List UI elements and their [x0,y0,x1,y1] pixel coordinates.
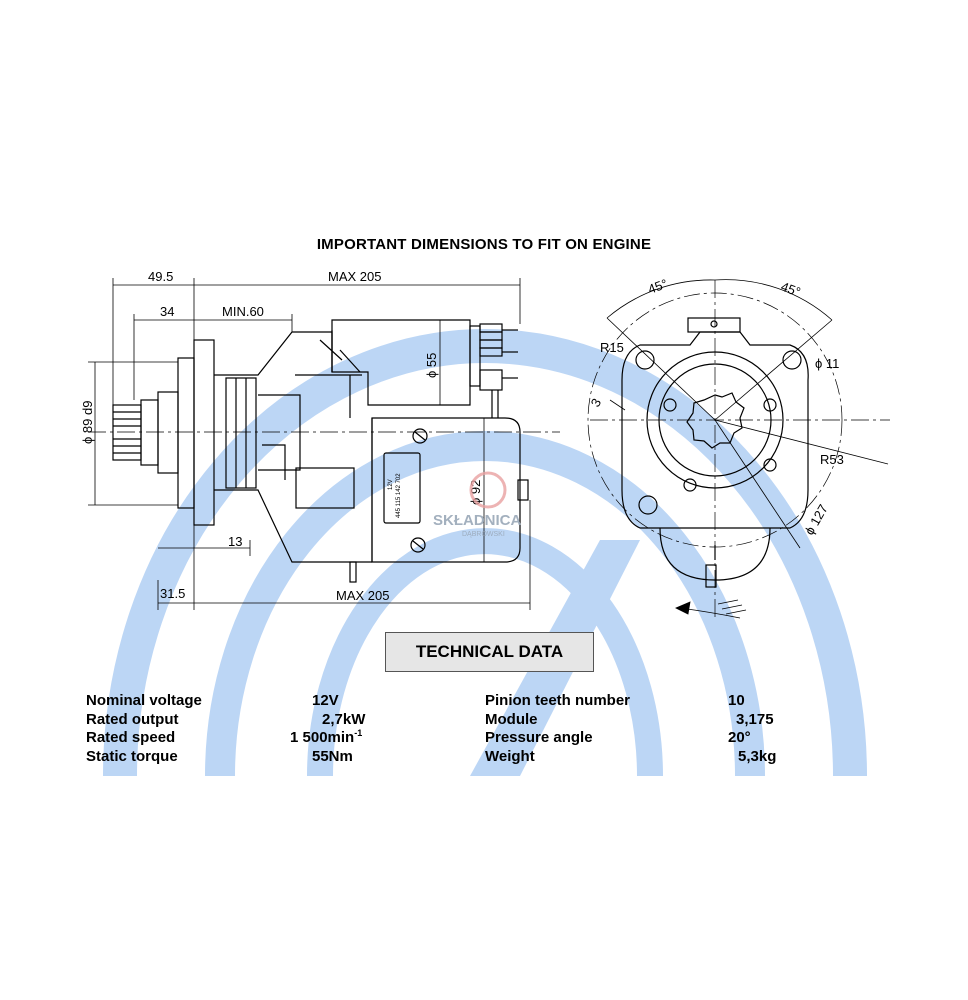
dim-34: 34 [160,304,174,319]
dim-45-right: 45° [779,279,803,300]
spec-right-labels: Pinion teeth number Module Pressure angl… [485,692,630,766]
side-dimensions [88,278,531,610]
dim-max205-top: MAX 205 [328,269,381,284]
watermark-logo: SKŁADNICA DĄBROWSKI [433,471,521,538]
spec-value: 55Nm [312,747,353,765]
dim-49-5: 49.5 [148,269,173,284]
dim-13: 13 [228,534,242,549]
spec-label: Static torque [86,747,178,765]
spec-value: 12V [312,692,339,709]
dim-max205-bottom: MAX 205 [336,588,389,603]
watermark-sub: DĄBROWSKI [462,531,505,538]
spec-value: 1 500min [290,729,355,746]
spec-value: 3,175 [736,710,774,728]
front-view [587,280,890,620]
dim-45-left: 45° [646,276,670,297]
watermark-name: SKŁADNICA [433,512,521,529]
dim-dia11: ϕ 11 [815,356,839,371]
spec-value: 5,3kg [738,747,777,765]
dim-min60: MIN.60 [222,304,264,319]
spec-value: 10 [728,692,745,709]
dimension-labels: 49.5 MAX 205 34 MIN.60 ϕ 89 d9 ϕ 55 ϕ 92… [80,269,844,603]
dim-3: 3 [588,396,605,410]
drawing-title: IMPORTANT DIMENSIONS TO FIT ON ENGINE [316,236,652,253]
spec-label: Pinion teeth number [485,692,631,709]
spec-left-values: 12V 2,7kW 1 500min-1 55Nm [290,692,380,766]
dim-dia55: ϕ 55 [424,353,439,378]
dim-31-5: 31.5 [160,586,185,601]
spec-right-values: 10 3,175 20° 5,3kg [728,692,776,766]
spec-value: 20° [728,729,751,746]
spec-label: Weight [485,747,535,765]
spec-unit-exponent: -1 [354,728,363,738]
spec-left-labels: Nominal voltage Rated output Rated speed… [86,692,202,766]
spec-value-speed: 1 500min-1 [290,729,380,748]
front-dimensions [606,279,889,619]
spec-label: Nominal voltage [86,692,202,709]
dim-r53: R53 [820,452,844,467]
dim-r15: R15 [600,340,624,355]
dim-dia89: ϕ 89 d9 [80,401,95,444]
side-view [88,319,560,583]
spec-label: Rated speed [86,729,176,746]
spec-label: Pressure angle [485,729,593,746]
part-number-plate: 445 115 142 702 12V [388,473,402,518]
spec-label: Rated output [86,710,179,728]
spec-label: Module [485,710,538,728]
technical-data-heading: TECHNICAL DATA [385,632,594,672]
spec-value: 2,7kW [322,710,366,728]
part-voltage: 12V [388,479,394,490]
part-number: 445 115 142 702 [396,473,402,518]
